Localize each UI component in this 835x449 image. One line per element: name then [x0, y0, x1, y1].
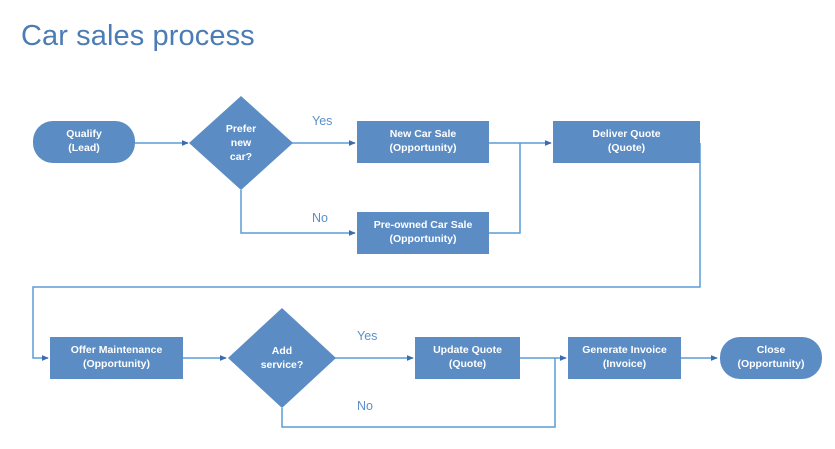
- node-preowned-car-sale[interactable]: Pre-owned Car Sale (Opportunity): [357, 212, 489, 254]
- node-close[interactable]: Close (Opportunity): [720, 337, 822, 379]
- node-prefer-new-car-label: Prefer new car?: [189, 96, 293, 190]
- node-preowned-car-sale-line2: (Opportunity): [389, 233, 457, 245]
- node-prefer-new-car-line3: car?: [229, 151, 253, 164]
- edge-label-prefer-no: No: [312, 211, 328, 225]
- node-update-quote-line2: (Quote): [448, 358, 487, 370]
- node-prefer-new-car[interactable]: Prefer new car?: [189, 96, 293, 190]
- node-preowned-car-sale-line1: Pre-owned Car Sale: [373, 219, 473, 232]
- edge-label-service-no: No: [357, 399, 373, 413]
- node-offer-maintenance[interactable]: Offer Maintenance (Opportunity): [50, 337, 183, 379]
- node-prefer-new-car-line2: new: [230, 136, 252, 149]
- node-generate-invoice[interactable]: Generate Invoice (Invoice): [568, 337, 681, 379]
- edge-preowned-to-junction: [489, 143, 521, 234]
- node-qualify-line2: (Lead): [68, 142, 100, 154]
- node-generate-invoice-line2: (Invoice): [602, 358, 647, 370]
- node-update-quote-line1: Update Quote: [433, 344, 502, 357]
- node-add-service-line1: Add: [271, 344, 293, 357]
- node-add-service-line2: service?: [260, 359, 304, 371]
- node-close-line1: Close: [756, 344, 786, 357]
- node-update-quote[interactable]: Update Quote (Quote): [415, 337, 520, 379]
- node-offer-maintenance-line1: Offer Maintenance: [70, 344, 163, 357]
- node-qualify-line1: Qualify: [66, 128, 102, 141]
- node-offer-maintenance-line2: (Opportunity): [82, 358, 151, 370]
- edge-label-prefer-yes: Yes: [312, 114, 333, 128]
- node-deliver-quote[interactable]: Deliver Quote (Quote): [553, 121, 700, 163]
- node-deliver-quote-line1: Deliver Quote: [592, 128, 661, 141]
- node-generate-invoice-line1: Generate Invoice: [582, 344, 667, 357]
- node-add-service[interactable]: Add service?: [228, 308, 336, 408]
- node-add-service-label: Add service?: [228, 308, 336, 408]
- page-title: Car sales process: [21, 20, 255, 52]
- edge-label-service-yes: Yes: [357, 329, 378, 343]
- node-new-car-sale-line2: (Opportunity): [389, 142, 457, 154]
- node-new-car-sale-line1: New Car Sale: [389, 128, 457, 141]
- node-new-car-sale[interactable]: New Car Sale (Opportunity): [357, 121, 489, 163]
- node-qualify[interactable]: Qualify (Lead): [33, 121, 135, 163]
- node-deliver-quote-line2: (Quote): [607, 142, 646, 154]
- node-close-line2: (Opportunity): [737, 358, 805, 370]
- node-prefer-new-car-line1: Prefer: [225, 122, 257, 135]
- edge-prefer-no-to-preowned: [240, 190, 356, 236]
